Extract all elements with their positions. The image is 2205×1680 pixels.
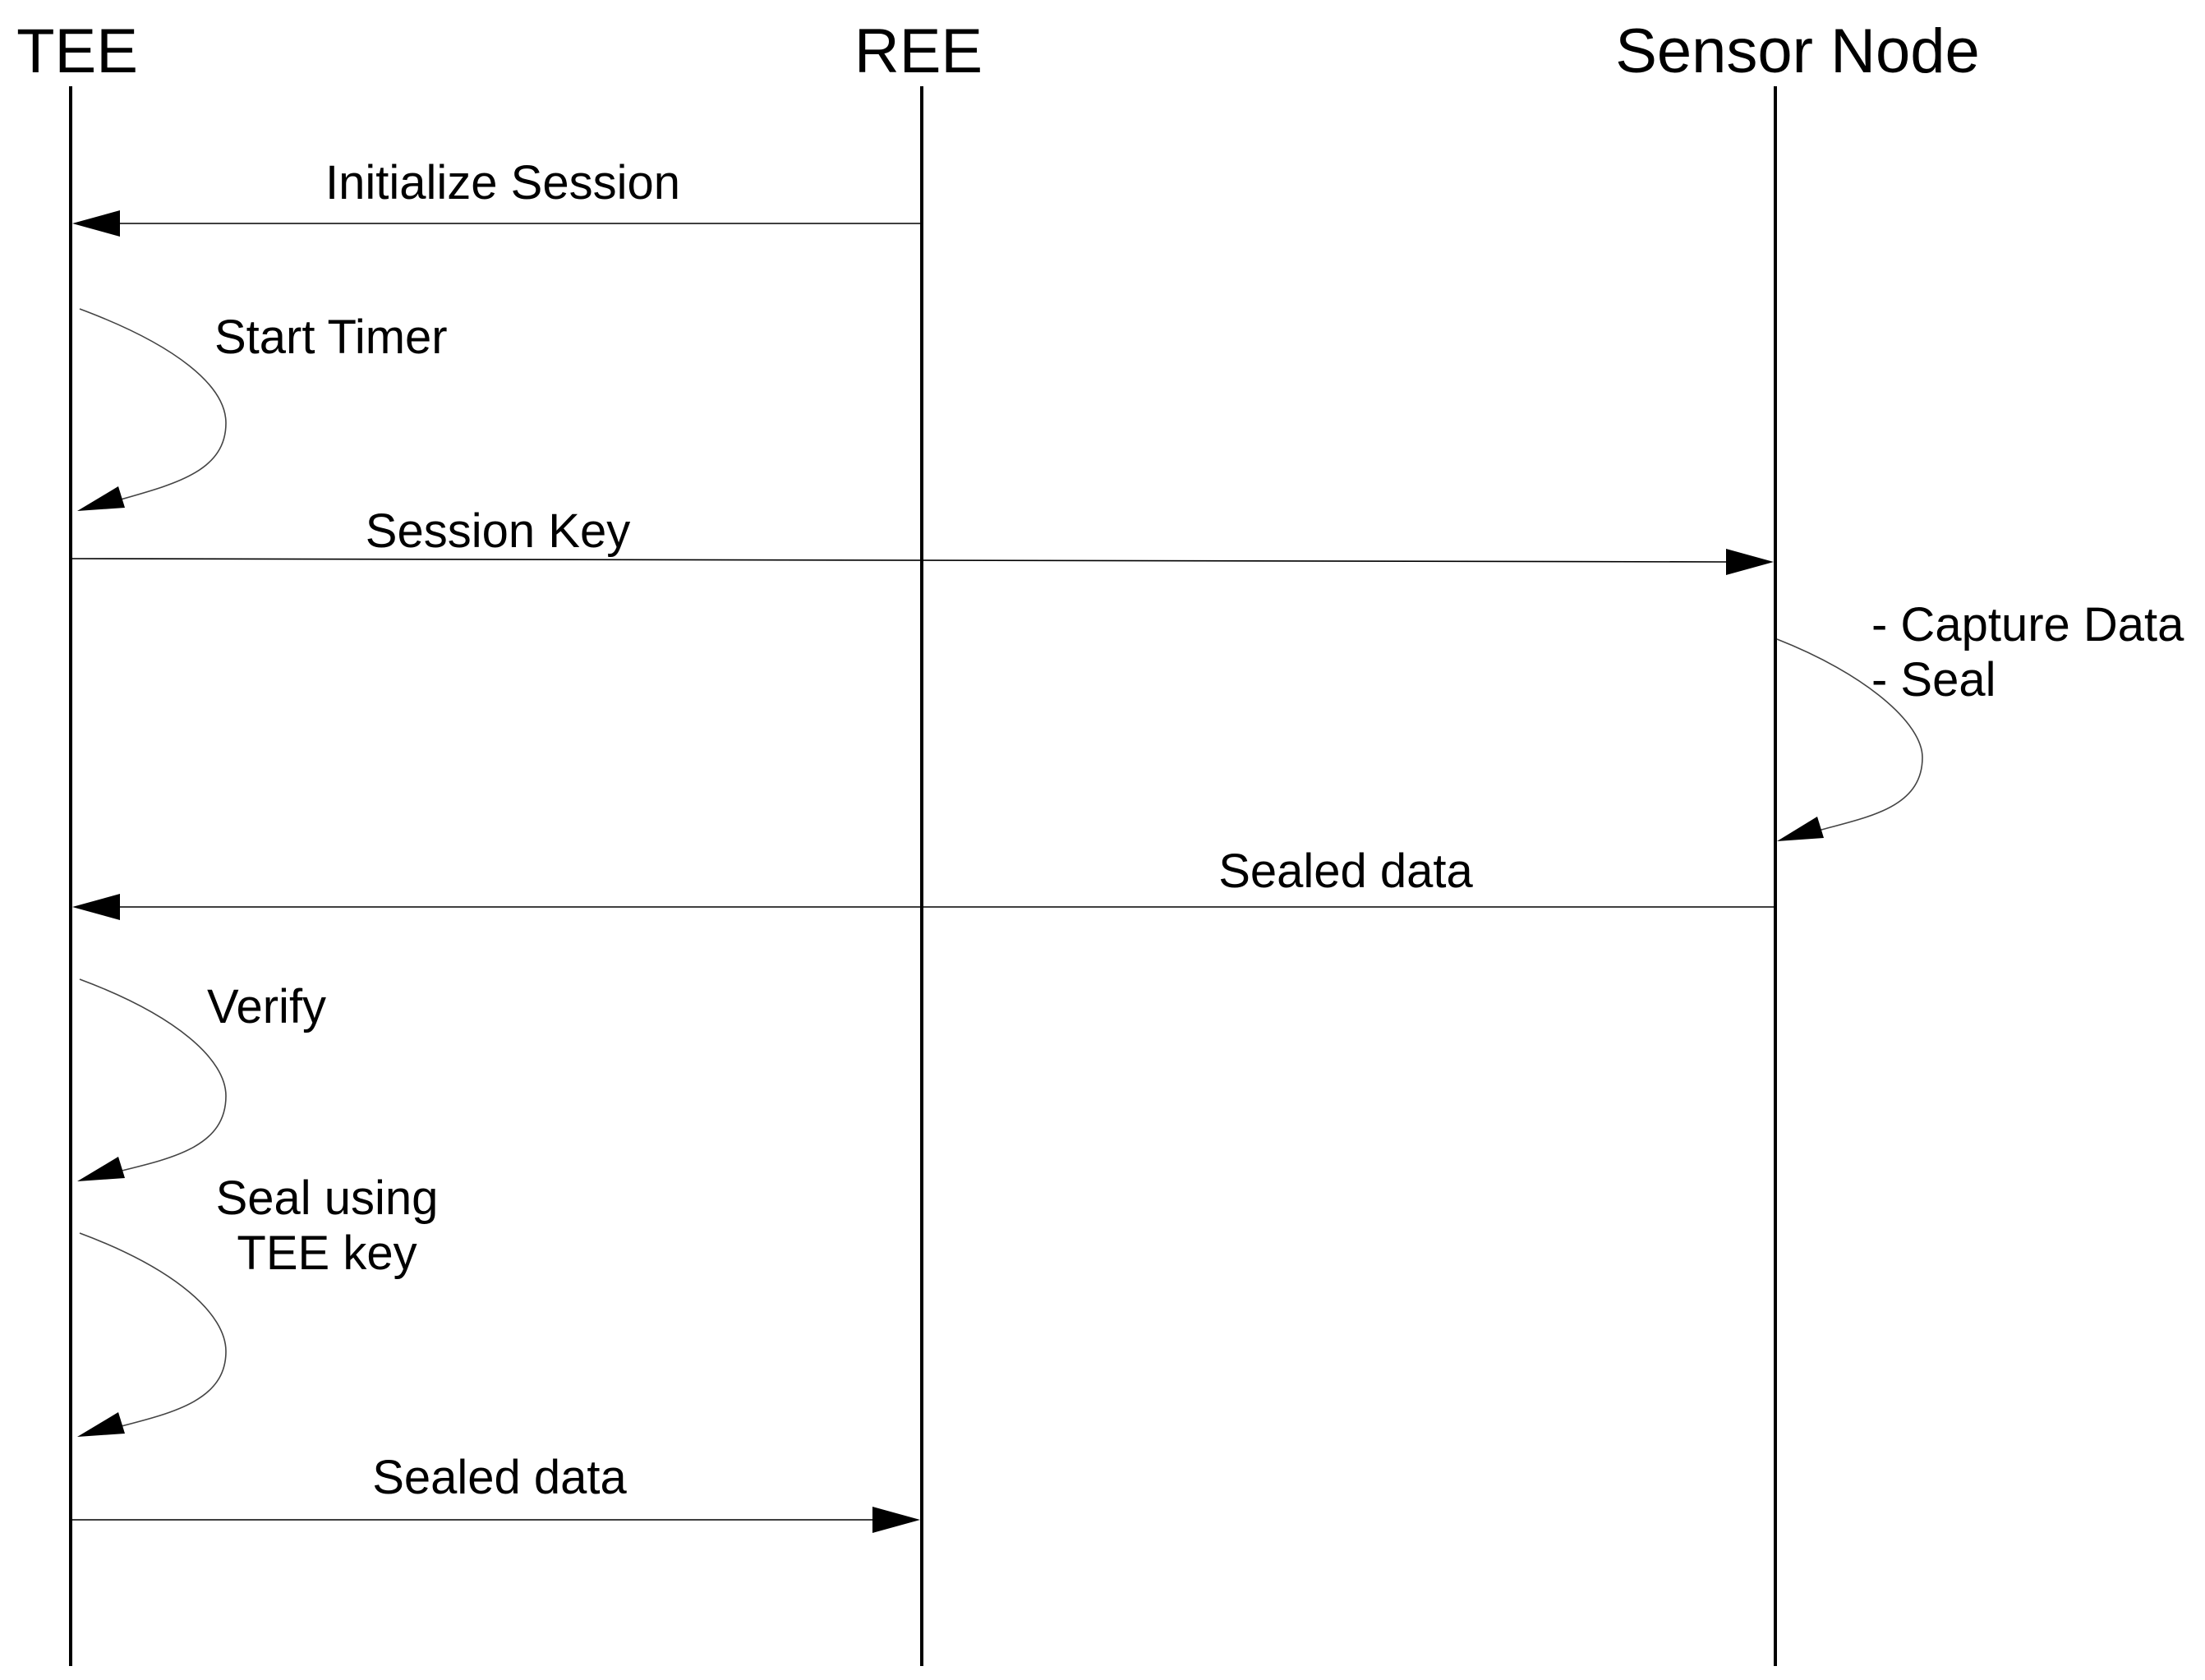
arrowhead-curved-icon <box>77 1412 125 1437</box>
message-seal-using-tee-key: Seal using TEE key <box>77 1171 438 1437</box>
message-label: Sealed data <box>1218 845 1473 898</box>
message-label-line-2: TEE key <box>237 1227 417 1280</box>
arrowhead-right-icon <box>872 1507 920 1533</box>
arrowhead-left-icon <box>72 210 120 237</box>
message-line <box>70 558 1728 563</box>
message-sealed-data-to-ree: Sealed data <box>71 1451 920 1533</box>
self-loop-curve <box>1776 638 1923 832</box>
participant-sensor-node-label: Sensor Node <box>1615 16 1980 86</box>
participant-ree-label: REE <box>854 16 983 86</box>
self-loop-curve <box>79 978 227 1173</box>
arrowhead-right-icon <box>1726 549 1774 575</box>
self-loop-curve <box>79 308 227 502</box>
message-label: Verify <box>207 980 326 1033</box>
self-loop-curve <box>79 1232 227 1429</box>
message-session-key: Session Key <box>70 504 1774 575</box>
message-start-timer: Start Timer <box>77 308 448 511</box>
arrowhead-left-icon <box>72 894 120 920</box>
message-label: Start Timer <box>214 311 448 364</box>
message-label: Sealed data <box>372 1451 627 1504</box>
participant-tee-label: TEE <box>16 16 138 86</box>
arrowhead-curved-icon <box>77 1157 125 1181</box>
message-label: Initialize Session <box>325 156 680 209</box>
message-label-line-1: - Capture Data <box>1871 598 2184 651</box>
message-label-line-1: Seal using <box>216 1171 439 1225</box>
message-sealed-data-to-tee: Sealed data <box>72 845 1775 920</box>
message-label-line-2: - Seal <box>1871 653 1996 707</box>
arrowhead-curved-icon <box>77 486 125 511</box>
message-capture-and-seal: - Capture Data - Seal <box>1776 598 2184 841</box>
message-label: Session Key <box>366 504 630 558</box>
arrowhead-curved-icon <box>1777 817 1824 841</box>
message-initialize-session: Initialize Session <box>72 156 922 237</box>
message-verify: Verify <box>77 978 326 1181</box>
